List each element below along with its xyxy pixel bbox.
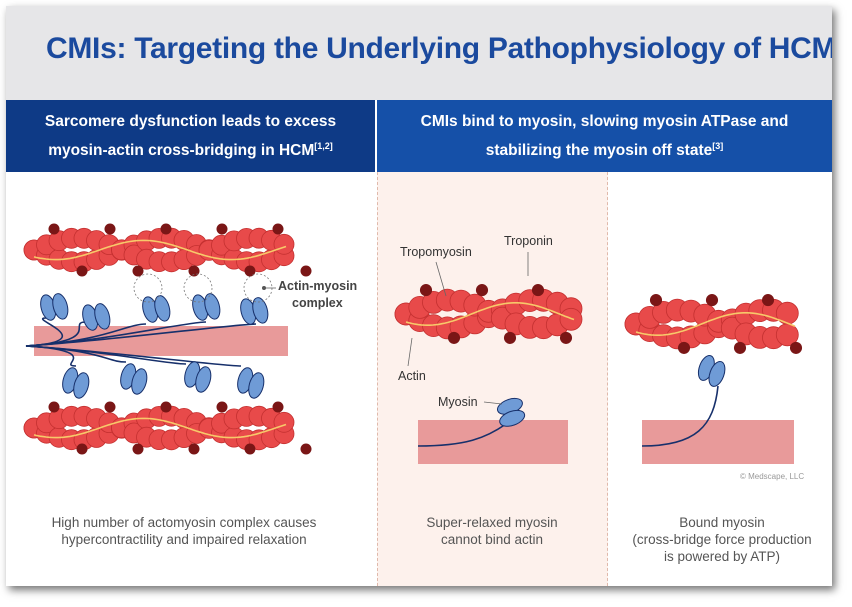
actin-leader-line (407, 337, 413, 367)
slide-title: CMIs: Targeting the Underlying Pathophys… (46, 32, 832, 65)
thick-filament-right (642, 420, 794, 464)
slide: CMIs: Targeting the Underlying Pathophys… (6, 6, 832, 586)
super-relaxed-panel (377, 172, 608, 586)
complex-highlight (183, 273, 213, 303)
caption-right: Bound myosin(cross-bridge force producti… (632, 515, 812, 564)
copyright: © Medscape, LLC (740, 472, 805, 481)
myosin-head (142, 295, 171, 323)
myosin-head (192, 293, 221, 321)
myosin-tail (25, 345, 242, 367)
thick-filament-middle (418, 420, 568, 464)
sarcomere-illustration (23, 223, 803, 464)
myosin-tail (25, 323, 257, 347)
myosin-head (240, 297, 269, 325)
myosin-head (120, 363, 148, 395)
myosin-tail-right (641, 385, 719, 447)
header-left-line2: myosin-actin cross-bridging in HCM (48, 142, 315, 160)
actin-filament-middle (394, 284, 583, 344)
header-left-ref: [1,2] (314, 140, 333, 151)
actin-filament-bottom (23, 401, 312, 455)
tropomyosin-leader-line (435, 261, 447, 297)
header-right-ref: [3] (712, 140, 724, 151)
actin-filament-right (624, 294, 803, 354)
caption-left: High number of actomyosin complex causes… (51, 515, 317, 547)
complex-leader-dot (262, 286, 266, 290)
myosin-head-bound (697, 354, 726, 387)
label-actin-myosin-complex: Actin-myosin complex (278, 279, 358, 310)
header-right-line2: stabilizing the myosin off state (485, 142, 713, 160)
actin-filament-top (23, 223, 312, 277)
header-left: Sarcomere dysfunction leads to excess my… (6, 100, 375, 172)
myosin-leader-line (483, 401, 503, 405)
myosin-head-super-relaxed (496, 397, 526, 427)
myosin-tail-middle (417, 423, 507, 447)
myosin-head (62, 367, 90, 399)
header-divider (375, 100, 377, 172)
myosin-head (40, 293, 69, 321)
label-myosin: Myosin (438, 395, 478, 409)
label-troponin: Troponin (504, 234, 553, 248)
complex-highlight (133, 273, 163, 303)
myosin-head (82, 303, 111, 331)
header-left-line1: Sarcomere dysfunction leads to excess (44, 112, 337, 130)
label-tropomyosin: Tropomyosin (400, 245, 472, 259)
title-bar: CMIs: Targeting the Underlying Pathophys… (6, 6, 832, 100)
label-actin: Actin (398, 369, 426, 383)
myosin-head (237, 367, 265, 399)
header-right-line1: CMIs bind to myosin, slowing myosin ATPa… (420, 112, 789, 130)
myosin-head (184, 361, 212, 393)
header-right: CMIs bind to myosin, slowing myosin ATPa… (377, 100, 832, 172)
